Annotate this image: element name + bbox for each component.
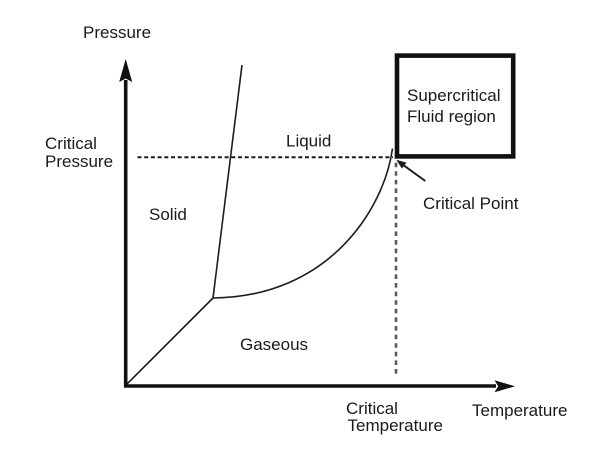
svg-text:Fluid region: Fluid region xyxy=(407,107,496,126)
svg-text:Critical: Critical xyxy=(45,134,97,153)
svg-text:Liquid: Liquid xyxy=(286,132,331,151)
svg-text:Temperature: Temperature xyxy=(472,401,567,420)
svg-text:Critical Point: Critical Point xyxy=(423,194,519,213)
svg-text:Supercritical: Supercritical xyxy=(407,86,501,105)
svg-text:Pressure: Pressure xyxy=(45,152,113,171)
svg-text:Pressure: Pressure xyxy=(83,23,151,42)
svg-text:Gaseous: Gaseous xyxy=(240,335,308,354)
svg-text:Critical: Critical xyxy=(346,399,398,418)
svg-text:Temperature: Temperature xyxy=(348,416,443,435)
svg-text:Solid: Solid xyxy=(149,205,187,224)
